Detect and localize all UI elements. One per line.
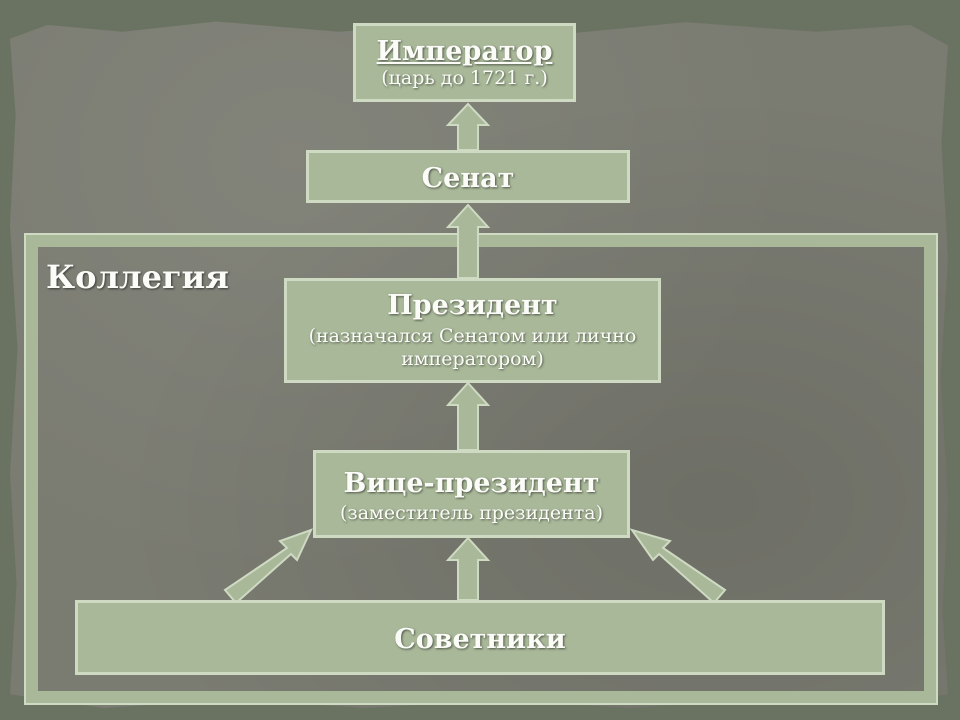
senate-title: Сенат [421,163,515,194]
collegium-frame [24,233,938,705]
arrow-vice-to-president [445,381,491,451]
president-title: Президент [387,290,558,321]
vice-president-title: Вице-президент [343,468,600,499]
vice-president-subtitle: (заместитель президента) [339,502,604,524]
councillors-box: Советники [75,600,885,675]
emperor-title: Император [376,36,553,67]
president-subtitle-line1: (назначался Сенатом или лично [308,325,637,347]
president-box: Президент (назначался Сенатом или лично … [284,278,661,383]
arrow-councillors-to-vice-right [629,528,727,605]
vice-president-box: Вице-президент (заместитель президента) [313,450,630,538]
arrow-councillors-to-vice-center [445,536,491,601]
arrow-senate-to-emperor [445,102,491,151]
councillors-title: Советники [394,624,566,655]
emperor-box: Император (царь до 1721 г.) [353,23,576,102]
collegium-label: Коллегия [46,258,229,296]
president-subtitle-line2: императором) [401,348,544,370]
senate-box: Сенат [306,150,630,203]
arrow-councillors-to-vice-left [223,528,313,605]
emperor-subtitle: (царь до 1721 г.) [381,67,548,89]
arrow-president-to-senate [445,203,491,279]
